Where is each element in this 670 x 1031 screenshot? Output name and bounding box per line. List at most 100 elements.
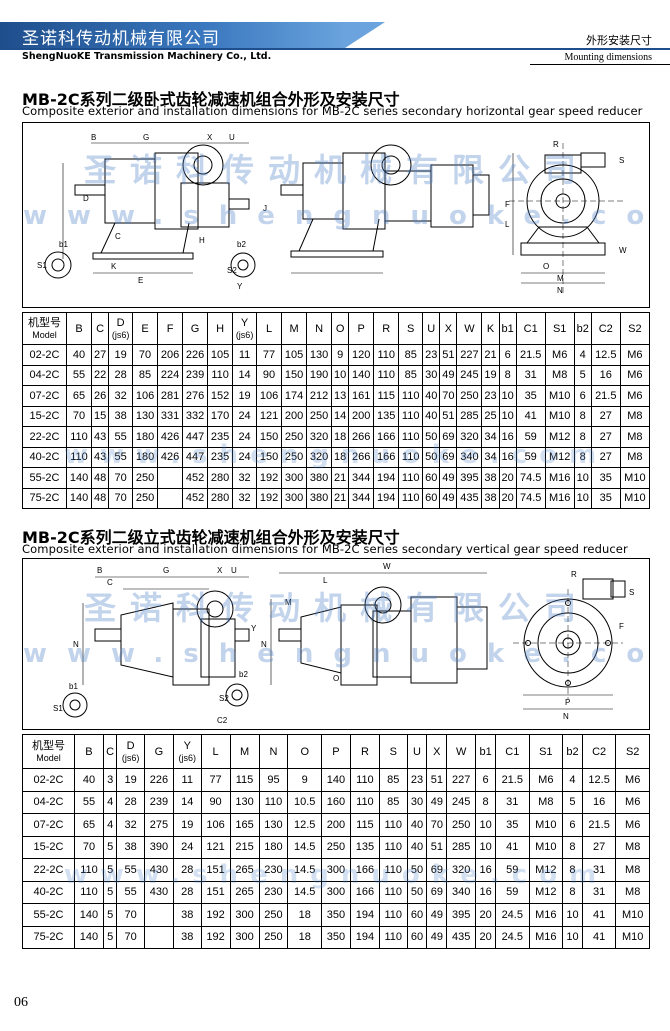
table-cell: 140 — [65, 487, 93, 509]
table-cell: M10 — [619, 467, 651, 489]
table-cell: 24 — [232, 446, 258, 468]
table-cell: 110 — [378, 858, 408, 882]
column-header: S1 — [528, 734, 564, 769]
column-header: b2 — [562, 734, 583, 769]
column-header-label: O — [335, 322, 345, 335]
table-cell: 65 — [65, 385, 93, 407]
table-cell: 35 — [590, 487, 621, 509]
table-cell: 452 — [182, 467, 209, 489]
table-cell: 38 — [108, 405, 134, 427]
table-cell: 70 — [116, 925, 145, 949]
table-cell: 300 — [281, 467, 308, 489]
table-cell: 161 — [348, 385, 375, 407]
table-cell: 14.5 — [287, 880, 322, 904]
table-cell: 38 — [172, 925, 202, 949]
table-cell: 110 — [373, 344, 400, 366]
column-header-label: Y — [183, 739, 191, 752]
table-cell: 285 — [456, 405, 483, 427]
table-cell: 12.5 — [287, 813, 322, 837]
column-header: X — [426, 734, 448, 769]
table-cell: 38 — [481, 487, 500, 509]
column-header-label: C — [96, 322, 105, 335]
column-header-label: L — [212, 745, 219, 758]
table-cell: 340 — [456, 446, 483, 468]
table-cell: 350 — [320, 903, 351, 927]
column-header-label: S — [407, 322, 415, 335]
table-cell: 51 — [439, 405, 458, 427]
column-header: B — [65, 312, 93, 345]
column-header-label: R — [360, 745, 369, 758]
svg-text:S: S — [619, 156, 624, 165]
table-cell: 51 — [426, 835, 448, 859]
table-cell: 27 — [590, 446, 621, 468]
table-cell: 5 — [102, 858, 118, 882]
table-cell: 14 — [331, 405, 350, 427]
header-banner: 圣诺科传动机械有限公司 ShengNuoKE Transmission Mach… — [0, 0, 670, 70]
column-header-label: b2 — [566, 745, 579, 758]
table-cell: 4 — [102, 790, 118, 814]
table-cell: 20 — [475, 925, 497, 949]
table-cell: 49 — [426, 925, 448, 949]
table-cell: 200 — [281, 405, 308, 427]
table-cell: 38 — [481, 467, 500, 489]
table-cell: 350 — [320, 925, 351, 949]
table-cell: 85 — [398, 364, 424, 386]
table-cell: 430 — [143, 880, 174, 904]
table-cell: M10 — [544, 405, 575, 427]
column-header-label: S — [389, 745, 397, 758]
model-cell: 40-2C — [22, 880, 75, 904]
table-cell: 16 — [475, 858, 497, 882]
svg-text:H: H — [199, 236, 205, 245]
table-cell: 30 — [406, 790, 428, 814]
table-cell: 69 — [426, 858, 448, 882]
table-cell: 226 — [182, 344, 209, 366]
table-cell: 340 — [446, 880, 477, 904]
table-cell: 105 — [207, 344, 234, 366]
table-cell: 19 — [116, 768, 145, 792]
svg-text:W: W — [619, 246, 627, 255]
table-cell: 230 — [258, 858, 289, 882]
table-cell: 19 — [172, 813, 202, 837]
table-cell: 280 — [207, 467, 234, 489]
svg-text:D: D — [83, 194, 89, 203]
table-cell: 19 — [108, 344, 134, 366]
table-cell: 40 — [422, 405, 441, 427]
table-cell: 34 — [481, 446, 500, 468]
table-cell: 8 — [573, 446, 592, 468]
table-cell: 50 — [422, 446, 441, 468]
table-cell: 174 — [281, 385, 308, 407]
column-header: b2 — [573, 312, 592, 345]
table-cell: 344 — [348, 487, 375, 509]
table-cell: 395 — [446, 903, 477, 927]
table-cell: 40 — [74, 768, 104, 792]
column-header: b1 — [498, 312, 517, 345]
table-cell: M6 — [615, 790, 650, 814]
table-cell: 245 — [456, 364, 483, 386]
svg-text:F: F — [619, 622, 624, 631]
table-cell: 8 — [573, 426, 592, 448]
svg-text:N: N — [73, 640, 79, 649]
table-cell: 85 — [132, 364, 159, 386]
svg-text:R: R — [571, 570, 577, 579]
table-cell: 426 — [157, 446, 184, 468]
table-cell: 24 — [172, 835, 202, 859]
table-cell: 59 — [515, 426, 546, 448]
table-cell: 10 — [573, 467, 592, 489]
table-cell: 320 — [446, 858, 477, 882]
table-cell: 25 — [481, 405, 500, 427]
column-header: B — [74, 734, 104, 769]
table-cell: 227 — [456, 344, 483, 366]
table-cell: 150 — [256, 446, 283, 468]
table-cell: 250 — [258, 903, 289, 927]
table-cell: 77 — [256, 344, 283, 366]
table-cell: 430 — [143, 858, 174, 882]
table-cell: 192 — [200, 903, 231, 927]
column-header-label: D — [116, 316, 125, 329]
svg-text:S2: S2 — [219, 694, 229, 703]
table-cell: 110 — [65, 426, 93, 448]
table-cell: 55 — [65, 364, 93, 386]
table-cell: 28 — [116, 790, 145, 814]
